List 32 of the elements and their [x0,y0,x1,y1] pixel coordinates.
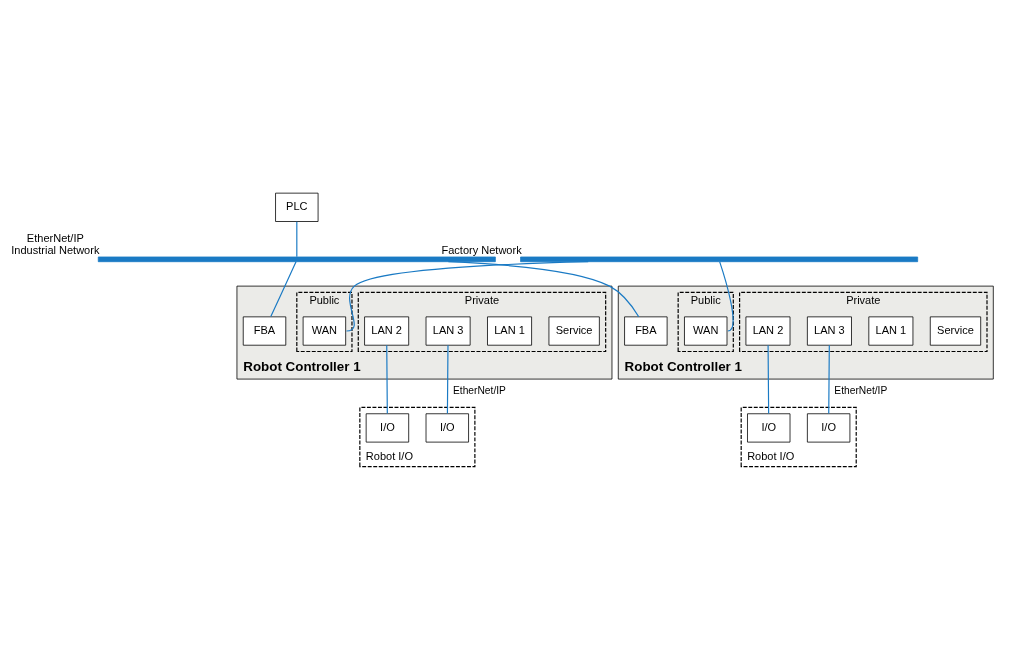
node-box: WAN [684,316,728,346]
edge-label: EtherNet/IP [452,384,506,396]
node-box: WAN [302,316,347,346]
node-box: PLC [275,192,319,222]
connector [447,261,640,318]
connector [270,261,297,318]
node-box: I/O [747,413,791,443]
node-label: EtherNet/IP [26,232,84,245]
node-box: Service [929,316,982,346]
node-bar [520,256,919,263]
node-box: LAN 3 [425,316,471,346]
edge-label: EtherNet/IP [834,384,888,396]
node-label: Factory Network [441,243,522,256]
node-label: Industrial Network [11,243,100,256]
node-box: LAN 2 [745,316,791,346]
connector [296,221,298,258]
node-box: Service [548,316,600,346]
connector [345,261,589,332]
connector [767,344,770,415]
connector [446,344,449,415]
node-box: LAN 2 [364,316,410,346]
node-box: I/O [425,413,469,443]
node-box: LAN 1 [868,316,914,346]
connector [386,344,388,415]
node-box: FBA [242,316,287,346]
node-box: LAN 3 [806,316,852,346]
node-box: I/O [806,413,851,443]
node-box: FBA [624,316,668,346]
connector [828,344,830,415]
node-box: I/O [365,413,410,443]
node-bar [97,256,496,263]
node-box: LAN 1 [487,316,532,346]
